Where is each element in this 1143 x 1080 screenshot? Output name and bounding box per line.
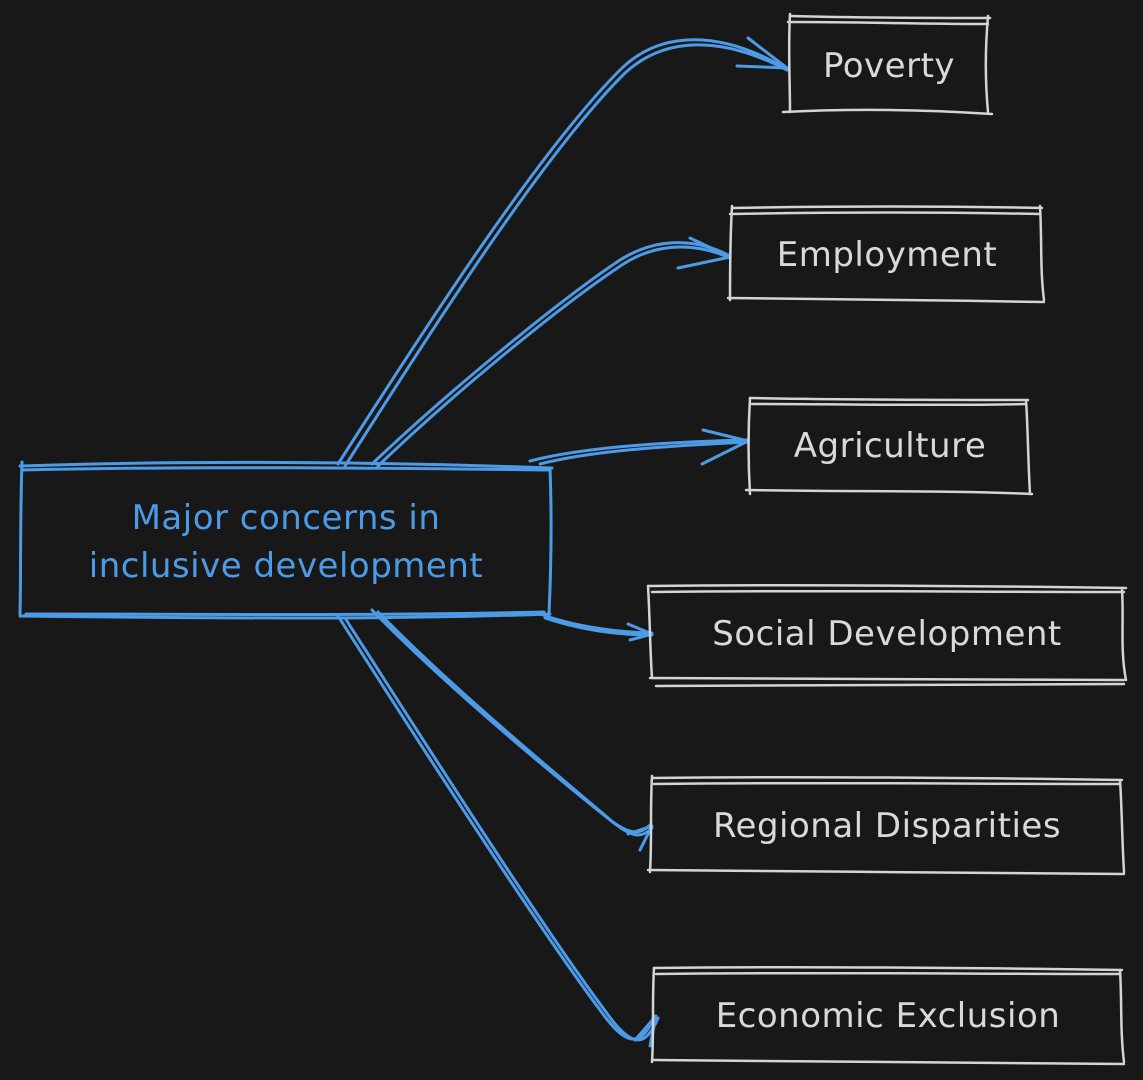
node-poverty[interactable]: Poverty: [790, 20, 988, 112]
edge-center-to-poverty: [336, 36, 789, 468]
node-regional-disparities[interactable]: Regional Disparities: [652, 780, 1122, 872]
center-node-border: [18, 460, 554, 620]
node-economic-exclusion[interactable]: Economic Exclusion: [654, 970, 1122, 1062]
edge-center-to-regional-disparities: [370, 608, 654, 852]
node-agriculture[interactable]: Agriculture: [752, 400, 1028, 492]
node-social-development[interactable]: Social Development: [650, 588, 1124, 680]
edge-center-to-social-development: [538, 612, 654, 642]
economic-exclusion-node-border: [650, 965, 1126, 1066]
center-node-label-line2: inclusive development: [88, 546, 484, 586]
edge-center-to-agriculture: [528, 428, 750, 466]
node-label: Regional Disparities: [712, 806, 1062, 846]
regional-disparities-node-border: [646, 774, 1126, 876]
social-development-node-border: [646, 583, 1128, 688]
edge-center-to-employment: [370, 236, 732, 468]
node-label: Economic Exclusion: [715, 996, 1061, 1036]
node-employment[interactable]: Employment: [732, 210, 1042, 300]
poverty-node-border: [781, 12, 994, 116]
edge-center-to-economic-exclusion: [336, 614, 660, 1048]
employment-node-border: [726, 204, 1046, 304]
node-label: Employment: [776, 235, 998, 275]
node-label: Social Development: [712, 614, 1062, 654]
node-label: Agriculture: [793, 426, 987, 466]
center-node[interactable]: Major concerns in inclusive development: [22, 470, 550, 614]
node-label: Poverty: [822, 46, 956, 86]
center-node-label-line1: Major concerns in: [131, 498, 441, 538]
agriculture-node-border: [744, 396, 1034, 496]
